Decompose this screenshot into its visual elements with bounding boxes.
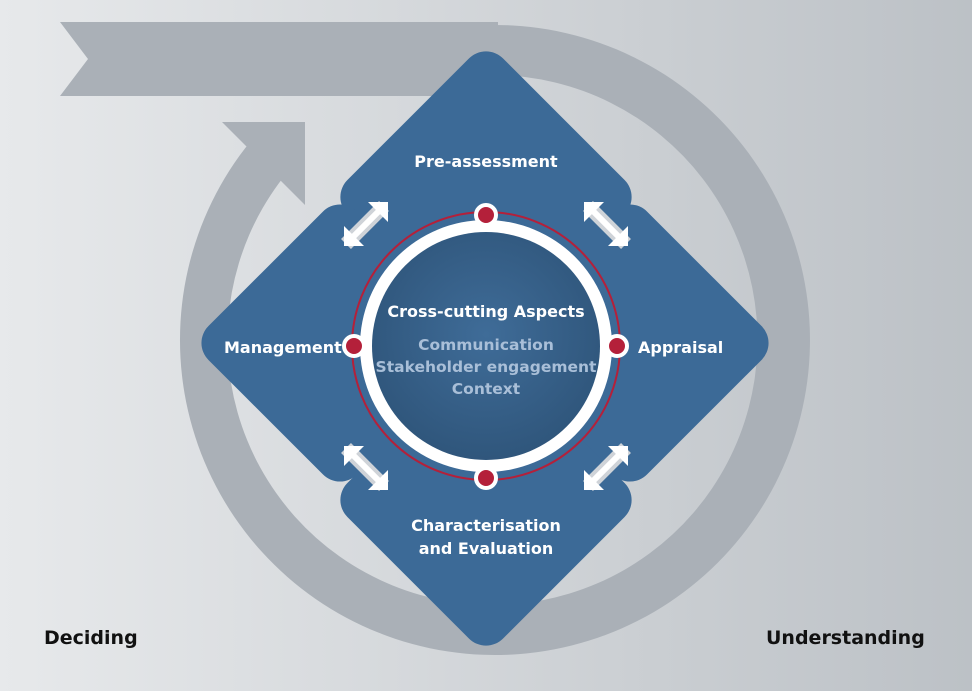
label-management: Management	[224, 338, 342, 357]
label-characterisation: Characterisation and Evaluation	[376, 514, 596, 560]
node-bottom	[474, 466, 498, 490]
center-circle	[372, 232, 600, 460]
ring-nodes	[342, 203, 629, 490]
label-pre-assessment: Pre-assessment	[414, 152, 558, 171]
label-appraisal: Appraisal	[638, 338, 724, 357]
center-title: Cross-cutting Aspects	[387, 302, 585, 321]
center-item-stakeholder: Stakeholder engagement	[375, 358, 597, 376]
double-arrow-bottom-left-icon	[344, 446, 388, 490]
label-understanding: Understanding	[766, 627, 925, 649]
node-top	[474, 203, 498, 227]
cycle-arrow-top-band	[60, 22, 498, 96]
center-items: Communication Stakeholder engagement Con…	[366, 334, 606, 400]
double-arrow-bottom-right-icon	[584, 446, 628, 490]
center-item-communication: Communication	[418, 336, 554, 354]
double-arrow-top-left-icon	[344, 202, 388, 246]
node-left	[342, 334, 366, 358]
node-right	[605, 334, 629, 358]
label-characterisation-line1: Characterisation	[411, 516, 561, 535]
label-characterisation-line2: and Evaluation	[418, 539, 554, 558]
cycle-arrowhead	[222, 122, 305, 205]
label-deciding: Deciding	[44, 627, 138, 649]
center-item-context: Context	[451, 380, 521, 398]
double-arrow-top-right-icon	[584, 202, 628, 246]
double-arrow-icons	[344, 202, 628, 490]
